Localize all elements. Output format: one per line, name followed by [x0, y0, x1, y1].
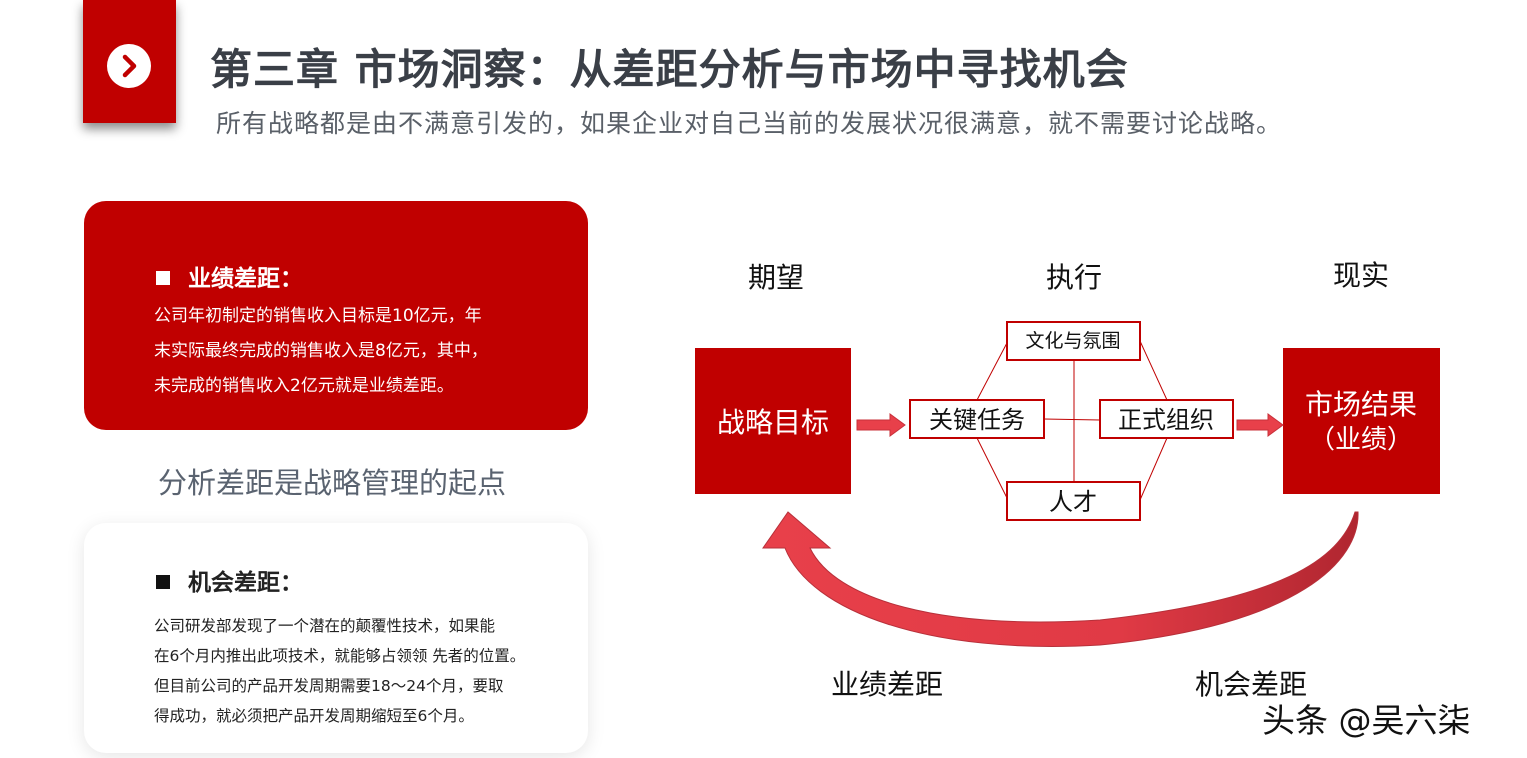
arrow-right-icon: [1236, 413, 1284, 437]
market-result-label: 市场结果: [1305, 388, 1417, 421]
page-title: 第三章 市场洞察：从差距分析与市场中寻找机会: [210, 45, 1129, 94]
opportunity-gap-heading: 机会差距：: [156, 563, 303, 597]
culture-box: [1006, 321, 1141, 361]
chevron-right-icon[interactable]: [107, 44, 151, 88]
market-result-sublabel: （业绩）: [1309, 425, 1413, 455]
opportunity-gap-body: 公司研发部发现了一个潜在的颠覆性技术，如果能在6个月内推出此项技术，就能够占领领…: [154, 617, 526, 725]
performance-gap-label: 业绩差距: [831, 668, 943, 701]
col-label-execute: 执行: [1046, 261, 1102, 294]
culture-label: 文化与氛围: [1025, 330, 1120, 352]
performance-gap-body: 公司年初制定的销售收入目标是10亿元，年末实际最终完成的销售收入是8亿元，其中，…: [154, 306, 488, 396]
connector-lines: [976, 340, 1168, 501]
page-subtitle: 所有战略都是由不满意引发的，如果企业对自己当前的发展状况很满意，就不需要讨论战略…: [216, 109, 1283, 138]
performance-gap-card: 业绩差距： 公司年初制定的销售收入目标是10亿元，年末实际最终完成的销售收入是8…: [84, 201, 588, 430]
square-bullet-icon: [156, 574, 170, 589]
chapter-tab: [83, 0, 176, 123]
formal-org-box: [1099, 399, 1234, 439]
arrow-right-icon: [856, 413, 906, 437]
strategy-goal-box: [695, 348, 851, 494]
square-bullet-icon: [156, 270, 170, 285]
formal-org-label: 正式组织: [1118, 406, 1214, 434]
market-result-box: [1283, 348, 1440, 494]
opportunity-gap-card: 机会差距： 公司研发部发现了一个潜在的颠覆性技术，如果能在6个月内推出此项技术，…: [84, 523, 588, 753]
watermark: 头条 @吴六柒: [1262, 701, 1471, 740]
feedback-curve-arrow: [762, 511, 1359, 647]
analysis-start-text: 分析差距是战略管理的起点: [158, 466, 507, 500]
key-task-label: 关键任务: [929, 406, 1025, 434]
performance-gap-heading: 业绩差距：: [156, 259, 303, 293]
talent-label: 人才: [1049, 488, 1097, 516]
key-task-box: [909, 399, 1045, 439]
opportunity-gap-label: 机会差距: [1195, 668, 1307, 701]
strategy-goal-label: 战略目标: [717, 406, 829, 439]
col-label-expect: 期望: [748, 261, 804, 294]
col-label-reality: 现实: [1333, 259, 1389, 292]
talent-box: [1006, 481, 1141, 521]
